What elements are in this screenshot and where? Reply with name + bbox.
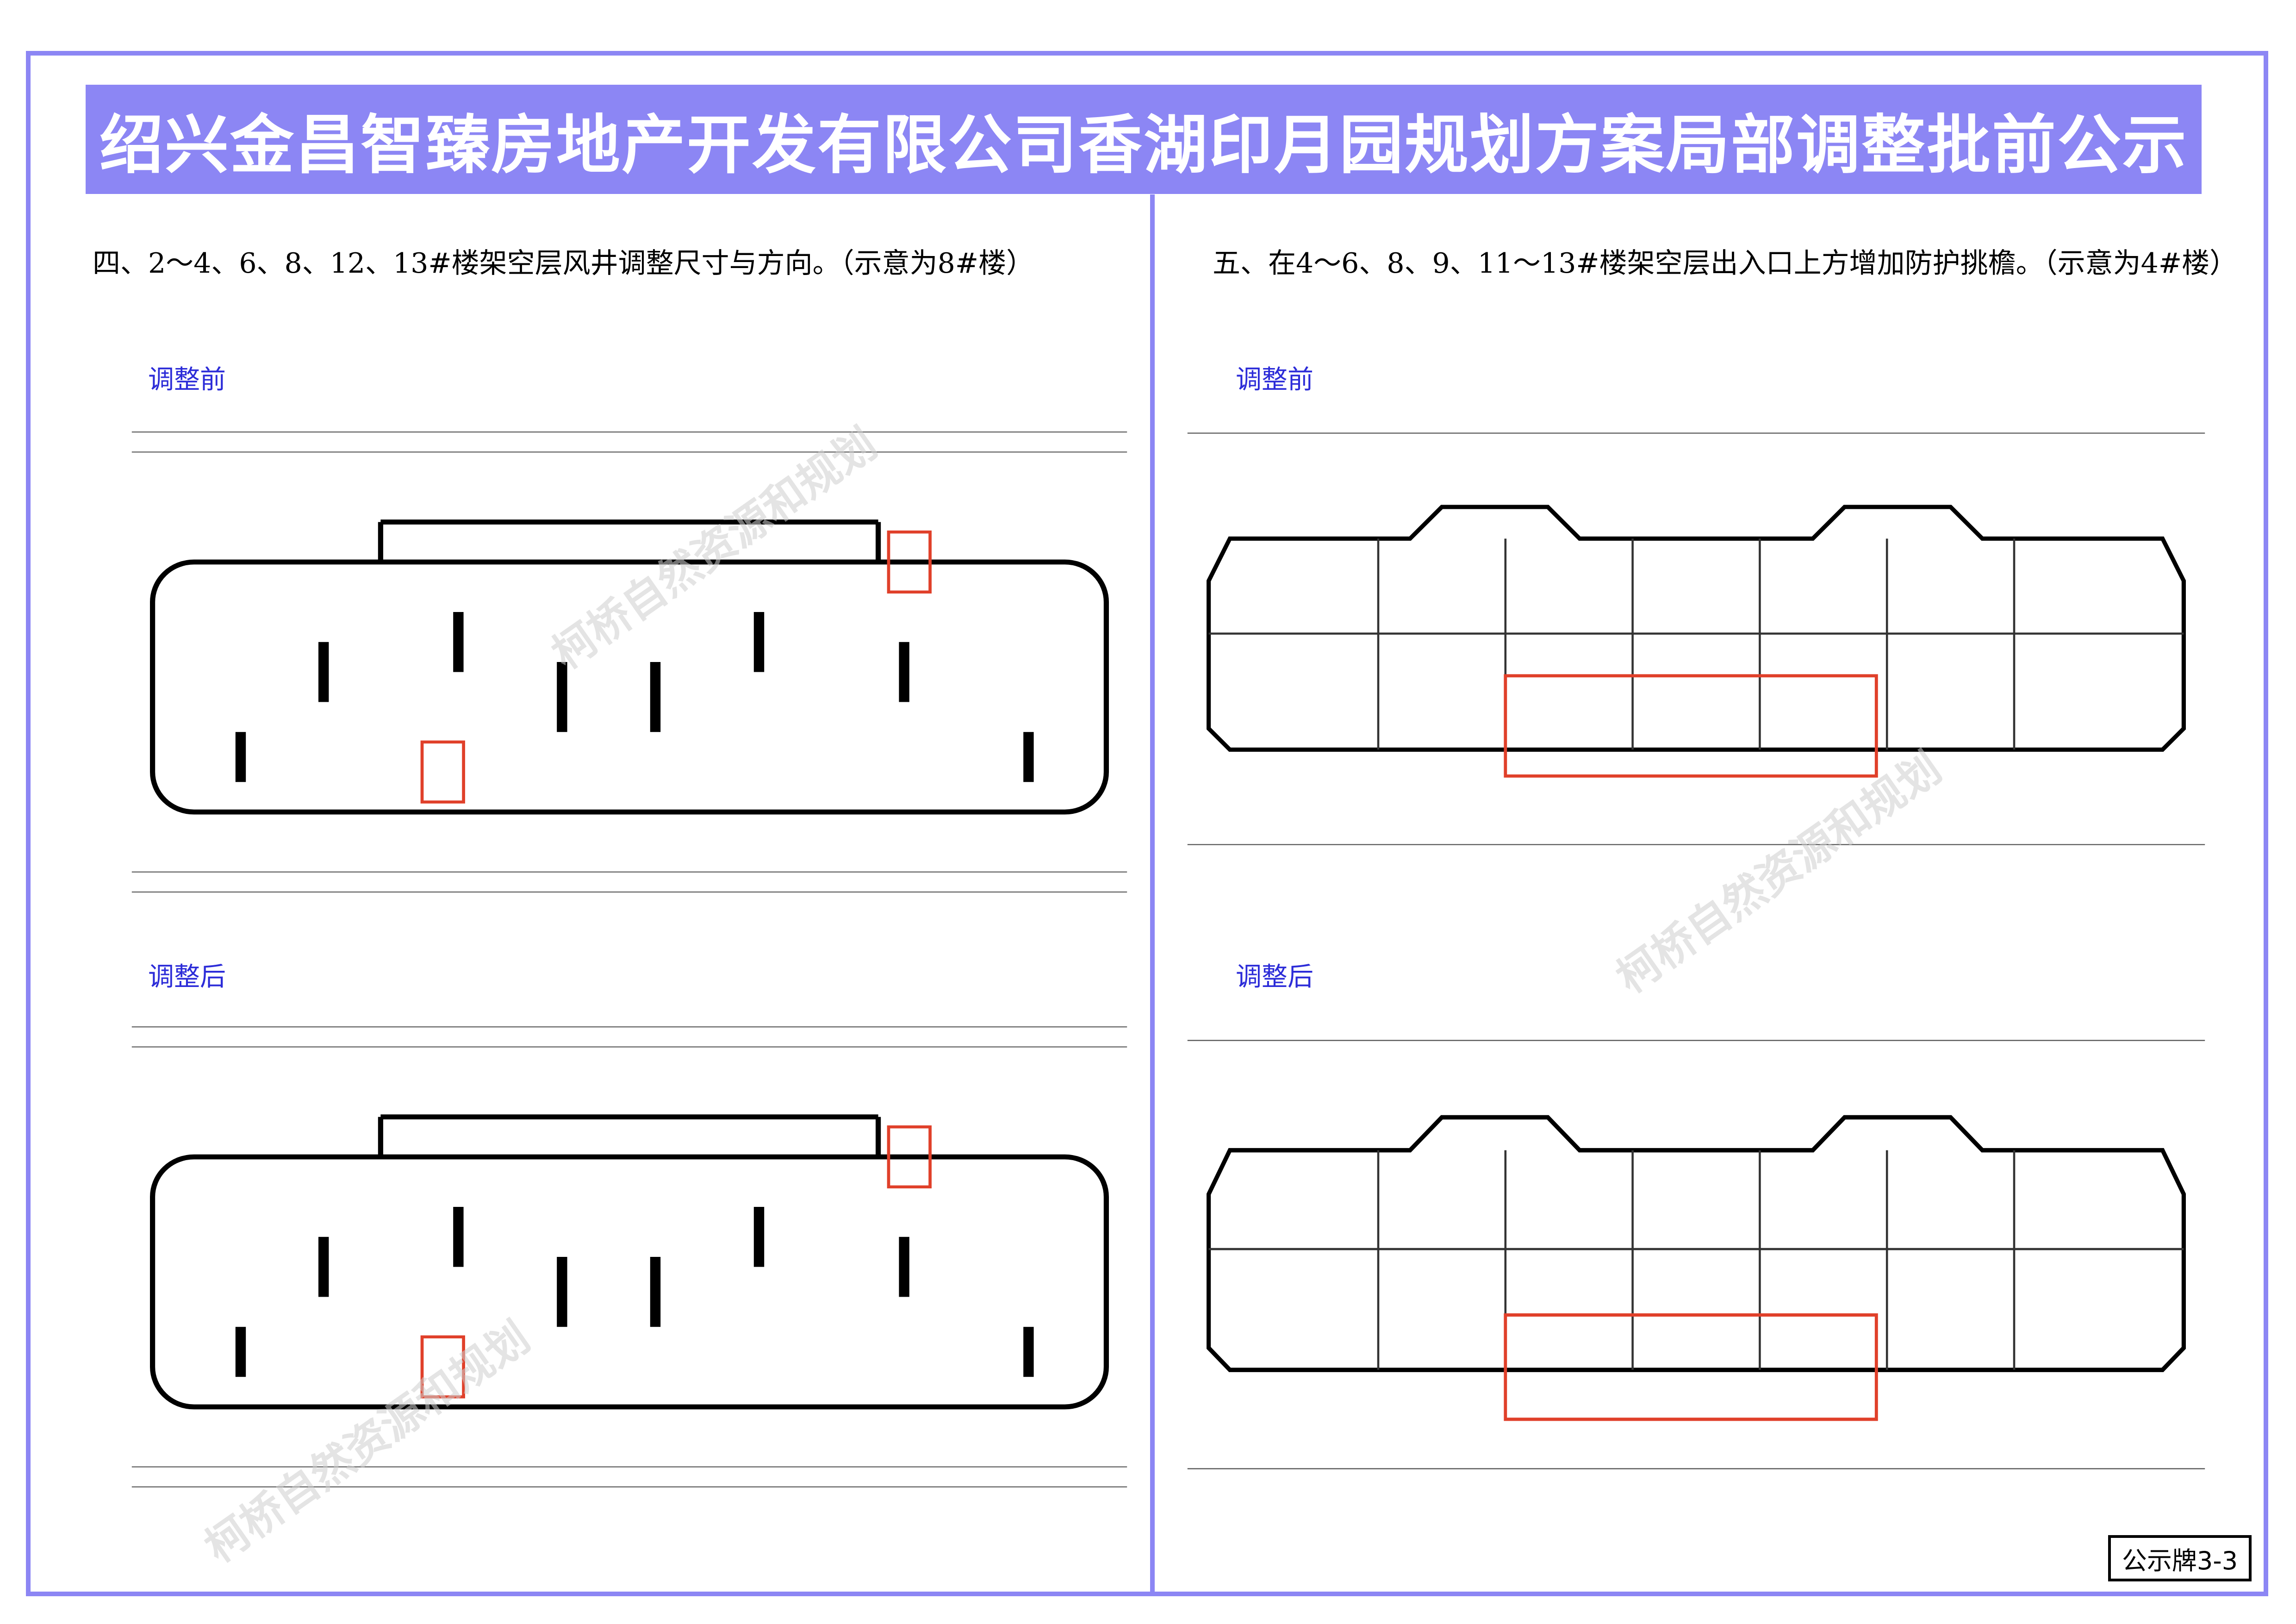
title-banner: 绍兴金昌智臻房地产开发有限公司香湖印月园规划方案局部调整批前公示 <box>86 85 2202 194</box>
center-divider <box>1150 194 1155 1592</box>
section-5-heading: 五、在4～6、8、9、11～13#楼架空层出入口上方增加防护挑檐。（示意为4#楼… <box>1213 247 2238 280</box>
floor-plan-8-before-drawing <box>131 431 1127 893</box>
section-4-heading: 四、2～4、6、8、12、13#楼架空层风井调整尺寸与方向。（示意为8#楼） <box>93 247 1034 280</box>
section-4-before-label: 调整前 <box>148 365 226 395</box>
floor-plan-8-after-drawing <box>131 1026 1127 1487</box>
floor-plan-4-after-drawing <box>1187 1040 2205 1469</box>
floor-plan-4-after <box>1166 1018 2226 1491</box>
floor-plan-4-before-drawing <box>1187 432 2205 845</box>
page-title: 绍兴金昌智臻房地产开发有限公司香湖印月园规划方案局部调整批前公示 <box>99 108 2188 182</box>
board-number-badge: 公示牌3-3 <box>2108 1535 2252 1581</box>
floor-plan-8-after <box>111 1007 1148 1507</box>
board-frame <box>26 51 2268 1596</box>
section-5-before-label: 调整前 <box>1236 365 1313 395</box>
section-5-after-label: 调整后 <box>1236 962 1313 992</box>
section-4-after-label: 调整后 <box>148 962 226 992</box>
floor-plan-4-before <box>1166 412 2226 866</box>
floor-plan-8-before <box>111 412 1148 912</box>
